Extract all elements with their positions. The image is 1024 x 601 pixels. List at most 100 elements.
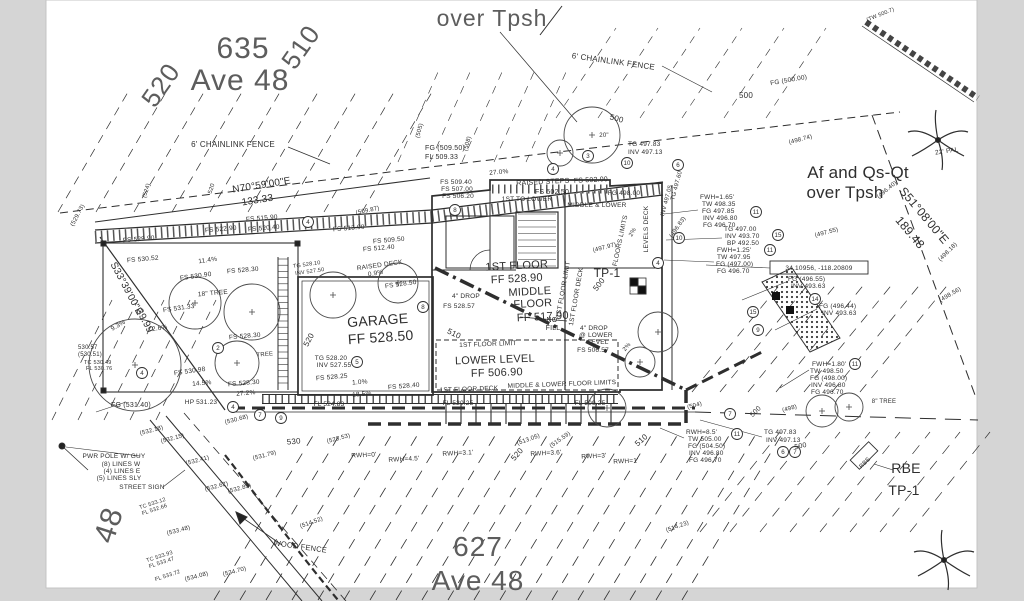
boundary-lines [59,19,980,421]
heavy-dash-diagonal [434,266,687,392]
tree-symbol [587,388,627,428]
label-fs-507-00: FS 507.00 [441,186,473,193]
label-pole-lines-w: (8) LINES W [102,461,141,468]
label-pct-2-6: 2.6% [152,324,168,333]
upper-wall-hatch [94,211,433,242]
marker-number-8: 8 [453,207,457,214]
label-drop-2a: 4" DROP [580,325,608,332]
label-lot-627-street: Ave 48 [432,565,525,596]
street-features [58,412,347,601]
contour-dash [639,27,701,119]
contour-dash [681,433,783,601]
label-fg-498-00-p: FG (498.00) [810,375,847,382]
label-first-floor-deck-h: 1ST FLOOR DECK [440,385,499,394]
label-fs-502-50: FS 502.50 [535,189,569,196]
label-first-floor-1: 1ST FLOOR [485,258,548,273]
marker-circle-6 [672,159,684,171]
contour-dash [473,433,575,601]
contour-dash [909,431,991,533]
label-tg-497-83-top: TG 497.83 [628,141,661,148]
label-fs-506-20: FS 506.20 [442,193,474,200]
contour-dash [719,281,811,393]
tree-center-cross [604,405,610,411]
contour-dash [239,433,341,601]
label-contour-508: (508) [463,136,473,152]
label-middle-floor-1: MIDDLE [508,285,551,299]
contour-dash [775,281,867,393]
label-raised-steps: RAISED STEPS [516,178,570,188]
label-pct-11-4: 11.4% [198,256,218,266]
label-spot-509-87: (509.87) [355,206,380,217]
contour-dash [597,27,659,119]
label-tp1-center: TP-1 [594,266,621,280]
contour-dash [397,71,439,163]
contour-dash [819,431,901,533]
label-rbe-label: RBE [891,460,920,476]
contour-dash [51,299,113,421]
contour-dash [155,299,217,421]
label-rwh-3-6: RWH=3.6' [530,449,561,458]
label-spot-532-62: (532.62) [204,481,229,493]
label-lot-635-number: 635 [216,32,269,65]
palm-frond [934,109,939,141]
label-contour-530-a: 530 [286,436,301,446]
palm-frond [907,130,939,141]
chainlink-fence-line [59,111,901,214]
label-spot-498: (498) [782,404,798,414]
label-rwh-3: RWH=3' [581,452,607,460]
rbe-box [849,441,879,470]
label-tg-497-83-br: TG 497.83 [764,429,797,436]
contour-dash [525,71,567,163]
label-fs-520-40: FS 520.40 [248,224,280,234]
label-coordinates: 34.10956, -118.20809 [785,265,852,272]
coordinates-box [769,260,869,275]
tree-symbols [88,106,864,428]
palm-frond [943,559,950,591]
marker-circle-7 [724,408,736,420]
contour-dash [759,431,841,533]
marker-number-9: 9 [756,327,760,334]
contour-dash [831,281,923,393]
contour-dash [555,27,617,119]
leader-10 [873,463,894,471]
label-tg-528-20: TG 528.20 [315,355,348,362]
tree-center-cross [132,362,138,368]
palm-trunk [935,137,941,143]
marker-number-2: 2 [216,345,220,352]
leader-fence-left [287,146,331,165]
contour-hatching [51,27,991,601]
label-rwh-1: RWH=1' [613,457,639,465]
leader-3 [663,259,715,263]
contour-dash [879,431,961,533]
label-bp-492-50: BP 492.50 [727,240,759,247]
contour-dash [369,433,471,601]
label-spot-532-85: (532.85) [227,483,252,495]
label-palm-22: 22' PAL [935,146,959,156]
marker-number-7: 7 [793,449,797,456]
block-wall-topright [864,19,980,101]
label-fs-522-90: FS 522.90 [205,225,237,235]
dotted-wall-band [761,267,841,353]
tree-symbol [309,271,357,319]
label-fs-528-40: FS 528.40 [388,382,420,392]
label-contour-520-c: 520 [208,182,217,194]
label-fs-531-33: FS 531.33 [163,303,196,314]
tree-symbol [214,340,260,386]
label-tg-497-00: TG 497.00 [724,226,757,233]
marker-number-11: 11 [734,431,741,438]
label-geology-right-1: Af and Qs-Qt [807,163,909,182]
marker-number-9: 9 [279,415,283,422]
leader-6 [774,308,818,331]
label-fs-528-30-a: FS 528.30 [227,266,259,276]
marker-number-7: 7 [728,411,732,418]
leader-over-tpsh [499,31,578,123]
tree-center-cross [234,360,240,366]
label-fs-502-00: FS 502.00 [574,176,608,185]
contour-dash [723,27,785,119]
leader-13 [65,446,141,457]
grading-limit-lines [232,266,763,426]
label-first-floor-limit-h: 1ST FLOOR LIMIT [459,340,517,349]
label-fg-496-55: FG (496.55) [788,276,825,283]
label-inv-527-55: INV 527.55 [317,362,352,369]
